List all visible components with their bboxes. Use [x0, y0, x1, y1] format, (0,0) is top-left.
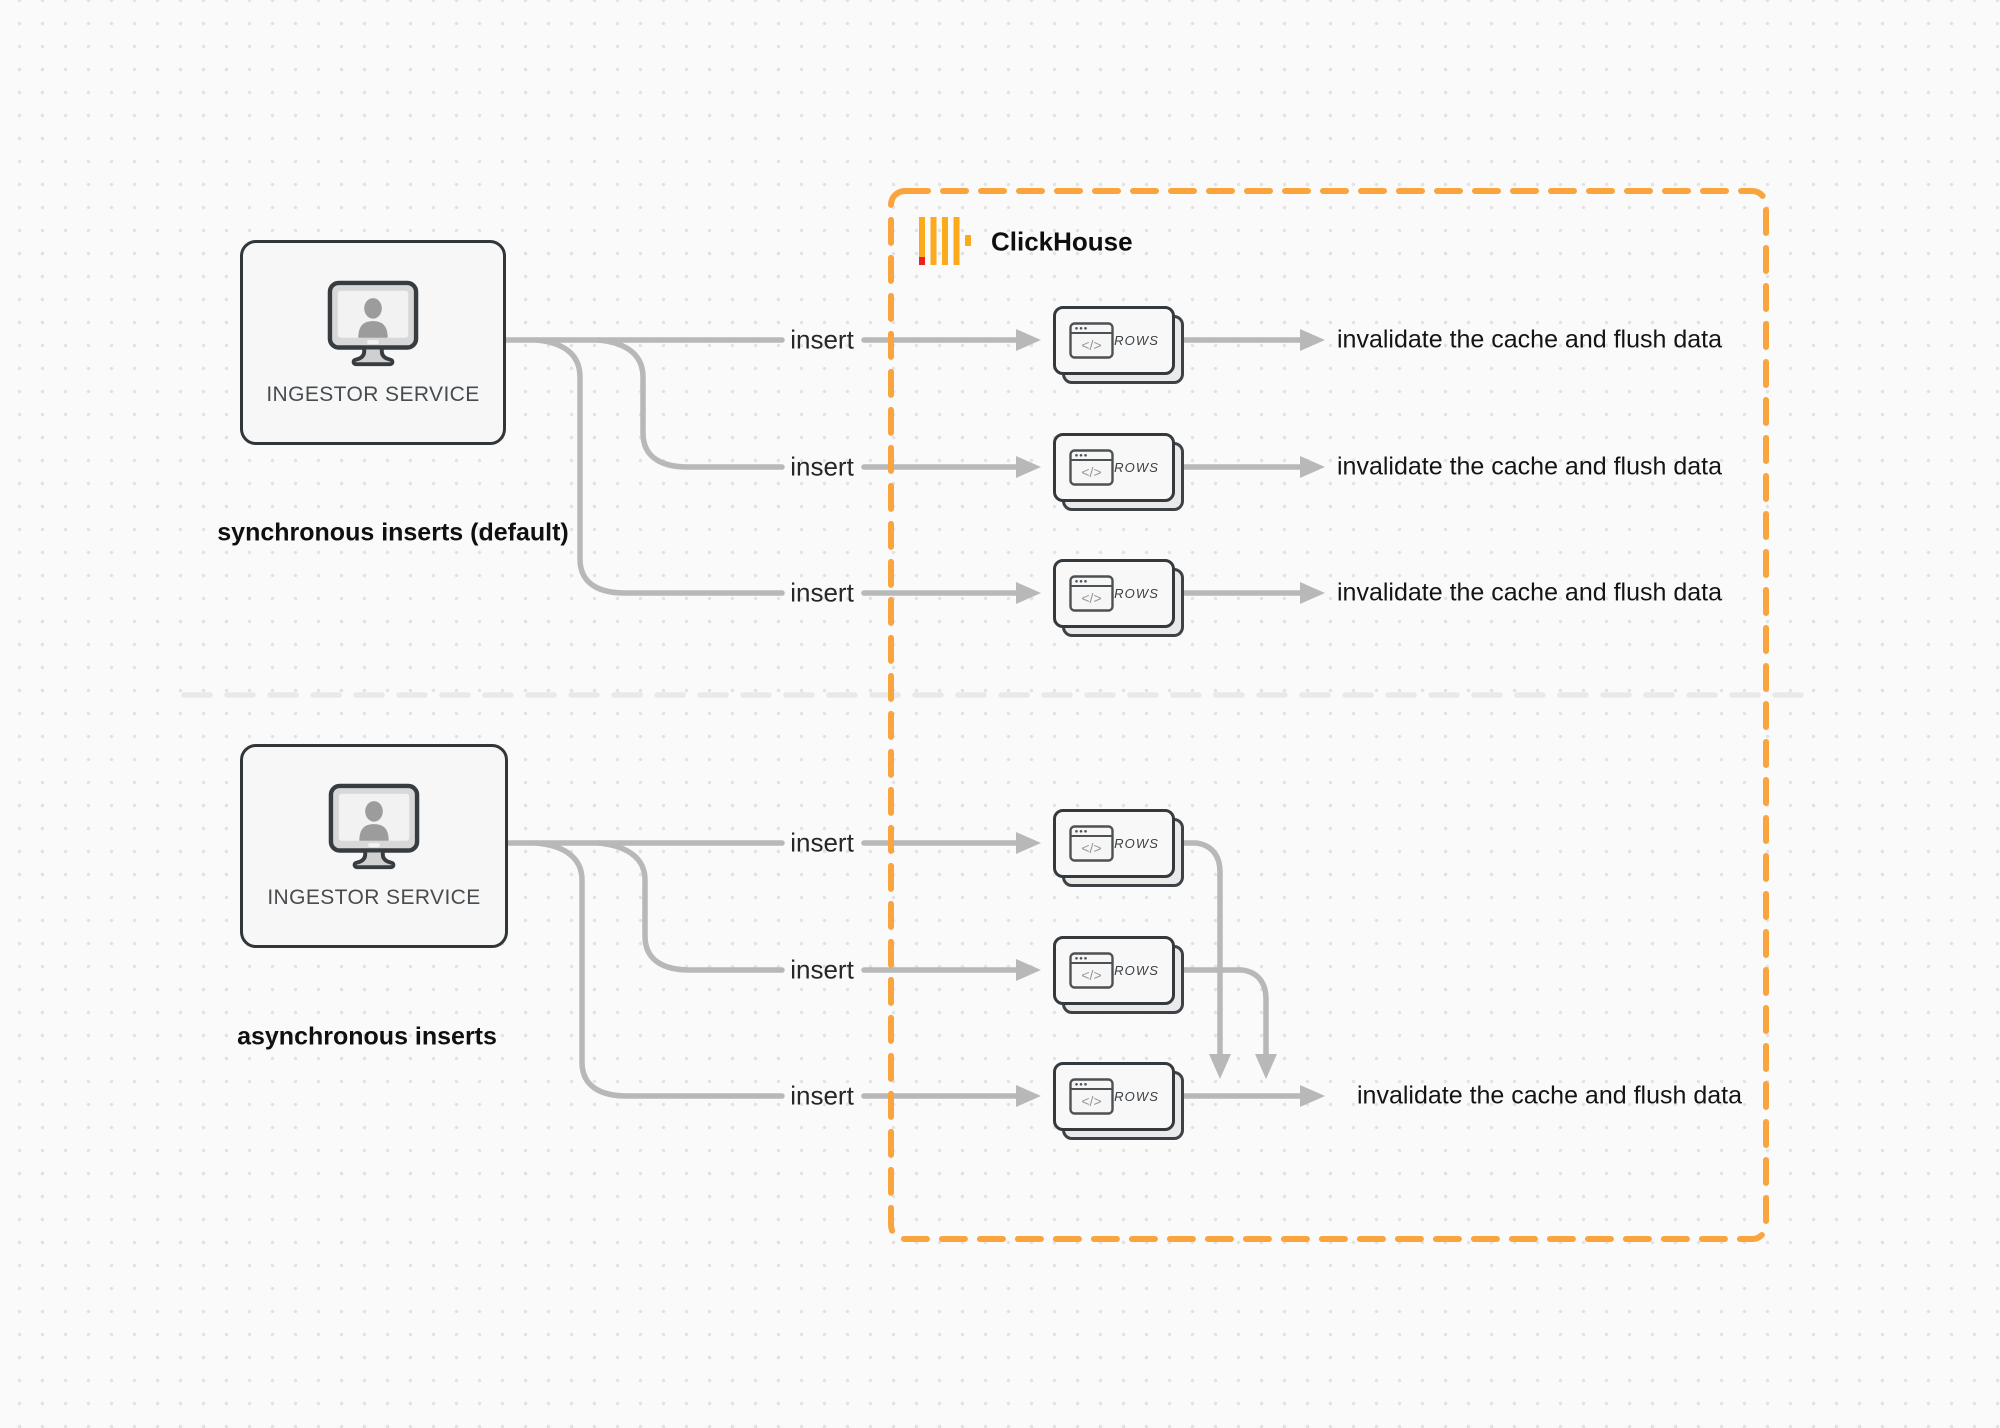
arrowhead-sync-out-2 [1300, 456, 1325, 478]
code-window-icon: </> [1069, 575, 1114, 612]
async-out-row1-down [1181, 840, 1223, 1057]
rows-label: ROWS [1114, 1089, 1159, 1104]
ingestor-service-label-sync: INGESTOR SERVICE [266, 382, 480, 406]
ingestor-service-box-sync: INGESTOR SERVICE [240, 240, 506, 445]
clickhouse-logo-icon [919, 217, 971, 265]
arrowhead-sync-out-3 [1300, 582, 1325, 604]
svg-text:</>: </> [1081, 840, 1101, 856]
insert-label-async-2: insert [790, 954, 854, 985]
arrowheads [1016, 329, 1325, 1107]
monitor-user-icon [328, 783, 420, 870]
rows-card-front: </> ROWS [1053, 306, 1175, 375]
arrowhead-async-out [1300, 1085, 1325, 1107]
clickhouse-title: ClickHouse [991, 226, 1133, 257]
rows-card-sync-2: </> ROWS [1053, 433, 1184, 511]
insert-label-async-1: insert [790, 827, 854, 858]
rows-card-front: </> ROWS [1053, 433, 1175, 502]
async-section-label: asynchronous inserts [237, 1022, 497, 1051]
rows-label: ROWS [1114, 963, 1159, 978]
async-out-row2-down [1181, 967, 1269, 1057]
code-window-icon: </> [1069, 449, 1114, 486]
async-branch-row3 [533, 840, 785, 1099]
insert-label-sync-1: insert [790, 324, 854, 355]
svg-text:</>: </> [1081, 1093, 1101, 1109]
sync-branch-row2 [595, 337, 785, 470]
sync-branch-row3 [533, 337, 785, 596]
arrowhead-async-down-2 [1255, 1054, 1277, 1079]
code-window-icon: </> [1069, 825, 1114, 862]
async-branch-row2 [595, 840, 785, 973]
code-window-icon: </> [1069, 322, 1114, 359]
svg-text:</>: </> [1081, 464, 1101, 480]
ingestor-service-box-async: INGESTOR SERVICE [240, 744, 508, 948]
result-label-sync-1: invalidate the cache and flush data [1337, 325, 1722, 354]
sync-section-label: synchronous inserts (default) [217, 518, 569, 547]
clickhouse-cluster-border [888, 188, 1769, 1242]
rows-card-front: </> ROWS [1053, 936, 1175, 1005]
svg-text:</>: </> [1081, 590, 1101, 606]
arrowhead-async-in-2 [1016, 959, 1041, 981]
rows-card-sync-3: </> ROWS [1053, 559, 1184, 637]
result-label-sync-3: invalidate the cache and flush data [1337, 578, 1722, 607]
svg-text:</>: </> [1081, 967, 1101, 983]
rows-label: ROWS [1114, 333, 1159, 348]
rows-label: ROWS [1114, 460, 1159, 475]
arrowhead-async-in-1 [1016, 832, 1041, 854]
arrowhead-sync-in-3 [1016, 582, 1041, 604]
rows-label: ROWS [1114, 836, 1159, 851]
arrowhead-sync-out-1 [1300, 329, 1325, 351]
rows-card-front: </> ROWS [1053, 1062, 1175, 1131]
code-window-icon: </> [1069, 1078, 1114, 1115]
insert-label-async-3: insert [790, 1080, 854, 1111]
monitor-user-icon [327, 280, 419, 366]
rows-card-sync-1: </> ROWS [1053, 306, 1184, 384]
rows-card-async-1: </> ROWS [1053, 809, 1184, 887]
insert-label-sync-2: insert [790, 451, 854, 482]
arrowhead-async-in-3 [1016, 1085, 1041, 1107]
rows-card-front: </> ROWS [1053, 809, 1175, 878]
result-label-async: invalidate the cache and flush data [1357, 1081, 1742, 1110]
arrowhead-sync-in-2 [1016, 456, 1041, 478]
code-window-icon: </> [1069, 952, 1114, 989]
ingestor-service-label-async: INGESTOR SERVICE [267, 886, 481, 909]
arrowhead-async-down-1 [1209, 1054, 1231, 1079]
rows-card-async-2: </> ROWS [1053, 936, 1184, 1014]
rows-card-async-3: </> ROWS [1053, 1062, 1184, 1140]
arrowhead-sync-in-1 [1016, 329, 1041, 351]
svg-text:</>: </> [1081, 337, 1101, 353]
result-label-sync-2: invalidate the cache and flush data [1337, 452, 1722, 481]
rows-label: ROWS [1114, 586, 1159, 601]
rows-card-front: </> ROWS [1053, 559, 1175, 628]
insert-label-sync-3: insert [790, 577, 854, 608]
